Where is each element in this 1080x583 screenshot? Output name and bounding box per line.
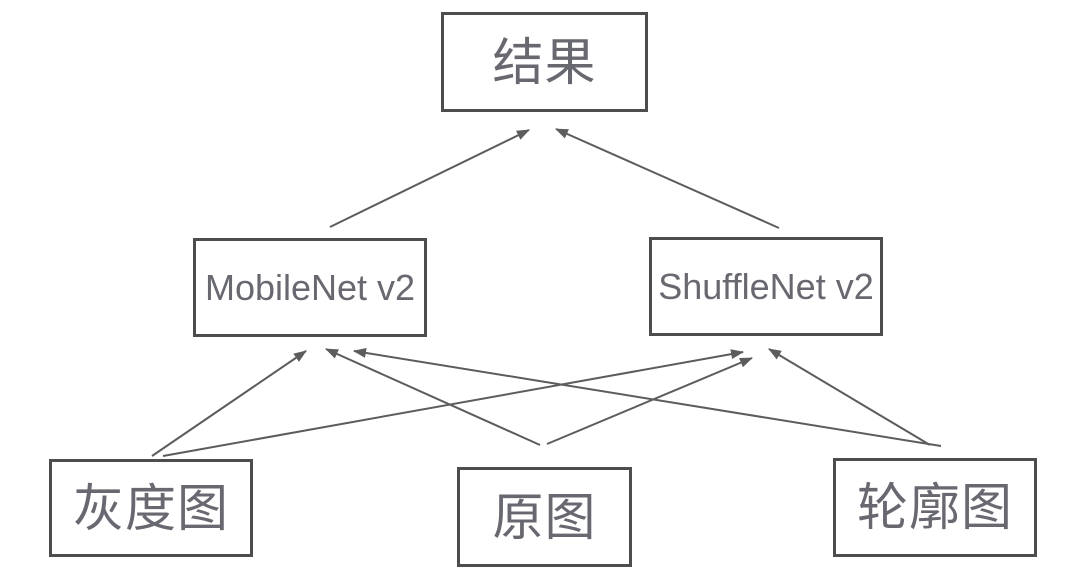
node-original-image-label: 原图 [492,488,597,546]
node-result-label: 结果 [492,33,597,91]
node-shufflenet-v2: ShuffleNet v2 [649,237,883,336]
edge-grayscale-to-shufflenet [162,349,744,457]
node-grayscale-image: 灰度图 [49,459,253,557]
node-contour-image: 轮廓图 [833,458,1037,557]
node-shufflenet-v2-label: ShuffleNet v2 [658,265,874,307]
edge-mobilenet-to-result [329,129,530,228]
edge-contour-to-shufflenet [768,348,931,446]
node-mobilenet-v2: MobileNet v2 [193,238,427,337]
edge-contour-to-mobilenet [353,347,942,447]
edge-grayscale-to-mobilenet [151,350,307,457]
node-grayscale-image-label: 灰度图 [72,479,229,537]
node-contour-image-label: 轮廓图 [856,479,1013,536]
edge-original-to-shufflenet [546,357,753,445]
node-result: 结果 [441,12,648,112]
node-original-image: 原图 [457,467,632,567]
node-mobilenet-v2-label: MobileNet v2 [204,266,416,308]
edge-shufflenet-to-result [555,128,780,229]
edge-original-to-mobilenet [325,348,541,446]
